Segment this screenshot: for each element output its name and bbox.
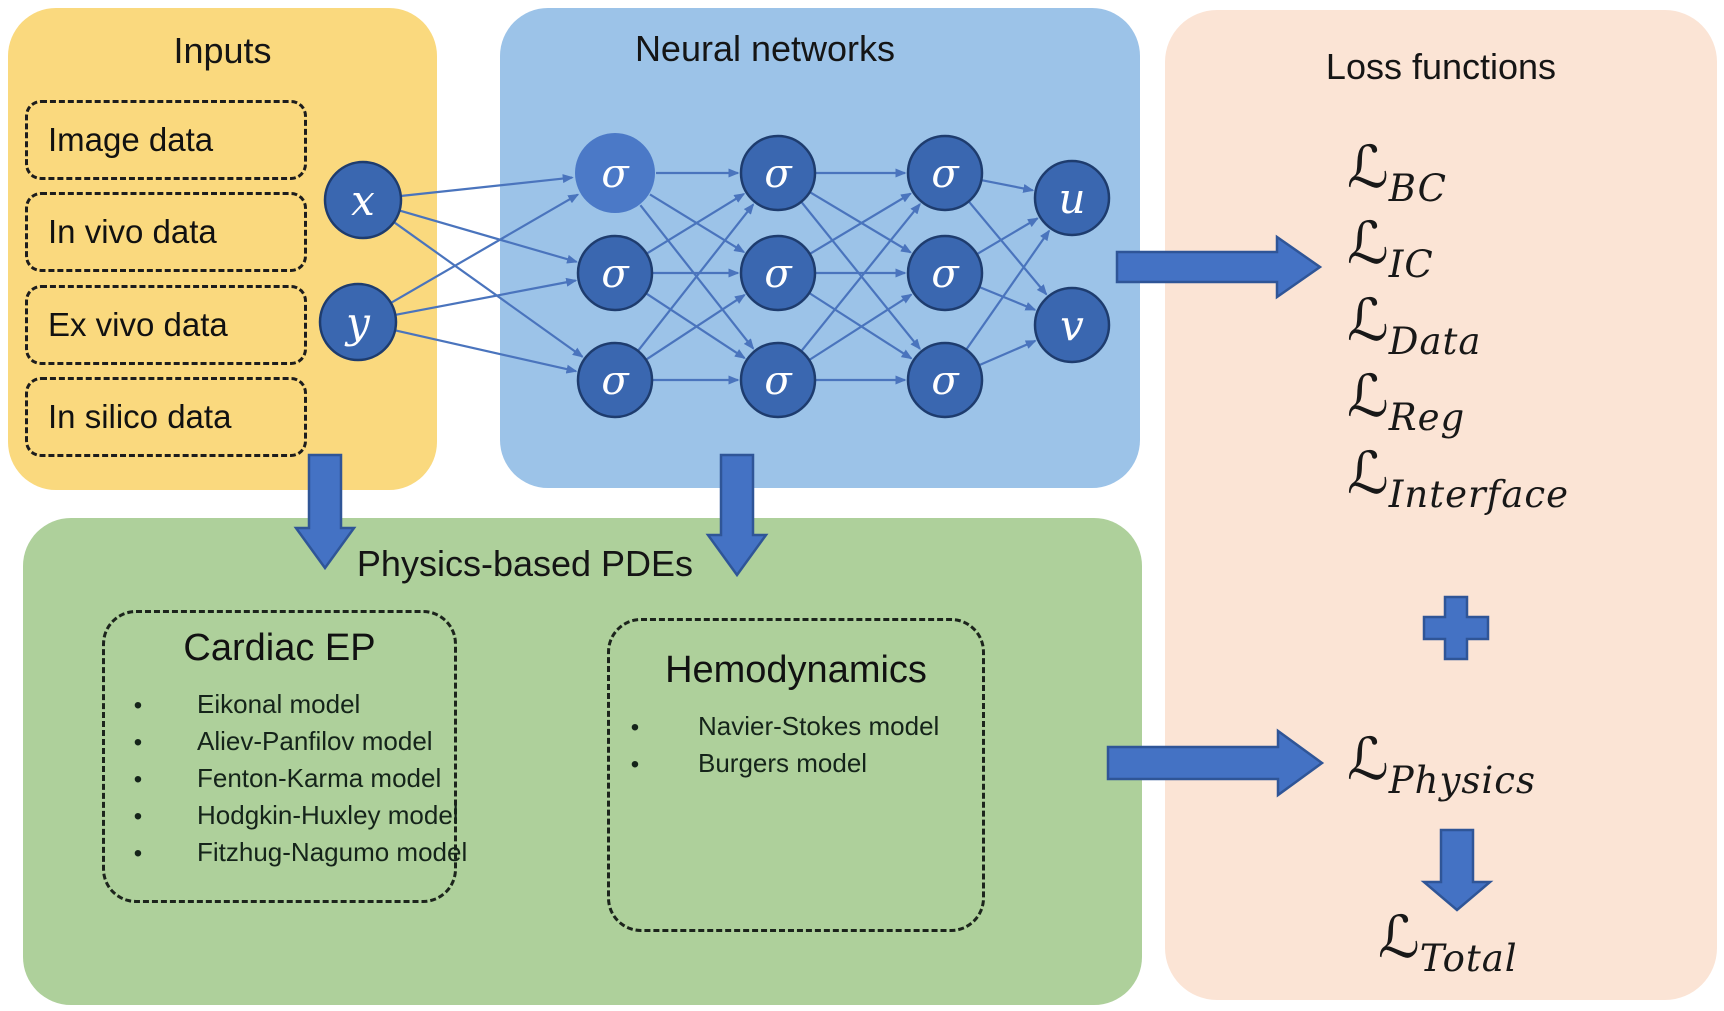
input-item-label: Ex vivo data	[48, 306, 228, 343]
list-item: • Navier-Stokes model	[624, 711, 996, 748]
neural-network-panel	[500, 8, 1140, 488]
input-item-label: In vivo data	[48, 213, 217, 250]
bullet-icon: •	[133, 729, 143, 756]
loss-term-bc: ℒBC	[1347, 133, 1447, 210]
bullet-icon: •	[133, 803, 143, 830]
input-item-in-vivo-data: In vivo data	[25, 192, 307, 272]
bullet-icon: •	[630, 751, 640, 778]
input-item-label: In silico data	[48, 398, 232, 435]
loss-term-physics: ℒPhysics	[1347, 725, 1536, 802]
hemodynamics-box: Hemodynamics • Navier-Stokes model • Bur…	[607, 618, 985, 932]
loss-functions-title: Loss functions	[1325, 46, 1557, 87]
bullet-icon: •	[133, 840, 143, 867]
cardiac-ep-list: • Eikonal model • Aliev-Panfilov model •…	[127, 689, 476, 874]
loss-term-reg: ℒReg	[1347, 362, 1466, 439]
list-item: • Aliev-Panfilov model	[127, 726, 476, 763]
loss-term-interface: ℒInterface	[1347, 439, 1570, 516]
list-item: • Hodgkin-Huxley model	[127, 800, 476, 837]
list-item: • Fenton-Karma model	[127, 763, 476, 800]
script-l-symbol: ℒ	[1347, 209, 1389, 277]
loss-term-ic: ℒIC	[1347, 209, 1434, 286]
script-l-symbol: ℒ	[1378, 903, 1420, 971]
bullet-icon: •	[133, 692, 143, 719]
input-item-in-silico-data: In silico data	[25, 377, 307, 457]
script-l-symbol: ℒ	[1347, 286, 1389, 354]
script-l-symbol: ℒ	[1347, 362, 1389, 430]
hemodynamics-list: • Navier-Stokes model • Burgers model	[624, 711, 996, 785]
cardiac-ep-box: Cardiac EP • Eikonal model • Aliev-Panfi…	[102, 610, 467, 903]
loss-term-data: ℒData	[1347, 286, 1482, 363]
list-item: • Burgers model	[624, 748, 996, 785]
inputs-panel	[8, 8, 437, 490]
script-l-symbol: ℒ	[1347, 133, 1389, 201]
neural-networks-title: Neural networks	[634, 28, 896, 69]
script-l-symbol: ℒ	[1347, 725, 1389, 793]
loss-term-total: ℒTotal	[1378, 903, 1518, 980]
bullet-icon: •	[630, 714, 640, 741]
input-item-ex-vivo-data: Ex vivo data	[25, 285, 307, 365]
list-item: • Eikonal model	[127, 689, 476, 726]
list-item: • Fitzhug-Nagumo model	[127, 837, 476, 874]
inputs-title: Inputs	[173, 30, 272, 71]
script-l-symbol: ℒ	[1347, 439, 1389, 507]
input-item-label: Image data	[48, 121, 214, 158]
input-item-image-data: Image data	[25, 100, 307, 180]
cardiac-ep-title: Cardiac EP	[183, 627, 376, 669]
bullet-icon: •	[133, 766, 143, 793]
physics-pdes-title: Physics-based PDEs	[356, 543, 694, 584]
hemodynamics-title: Hemodynamics	[665, 649, 927, 691]
